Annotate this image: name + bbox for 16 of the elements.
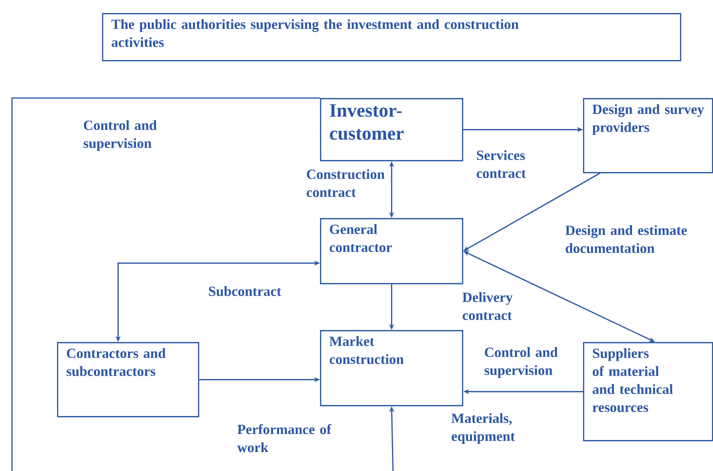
process-box: Suppliers of material and technical resources bbox=[583, 342, 713, 442]
process-box: The public authorities supervising the investment and construction activities bbox=[102, 13, 682, 62]
edge-label: Materials, equipment bbox=[451, 413, 515, 444]
label: Control and supervision bbox=[84, 120, 157, 151]
process-box: Design and survey providers bbox=[583, 98, 713, 174]
edge-label: Construction contract bbox=[306, 169, 385, 198]
edge-label: Subcontract bbox=[208, 286, 282, 296]
edge-label: Services contract bbox=[476, 150, 526, 178]
label: Control and supervision bbox=[484, 347, 558, 378]
label: Performance of work bbox=[237, 424, 332, 452]
process-box: Market construction bbox=[320, 330, 464, 406]
process-box: Contractors and subcontractors bbox=[57, 342, 200, 418]
edge-label: Delivery contract bbox=[462, 292, 513, 320]
process-box: General contractor bbox=[320, 218, 464, 284]
process-box: Investor-customer bbox=[320, 98, 464, 162]
edge-label: Design and estimate documentation bbox=[565, 225, 687, 254]
